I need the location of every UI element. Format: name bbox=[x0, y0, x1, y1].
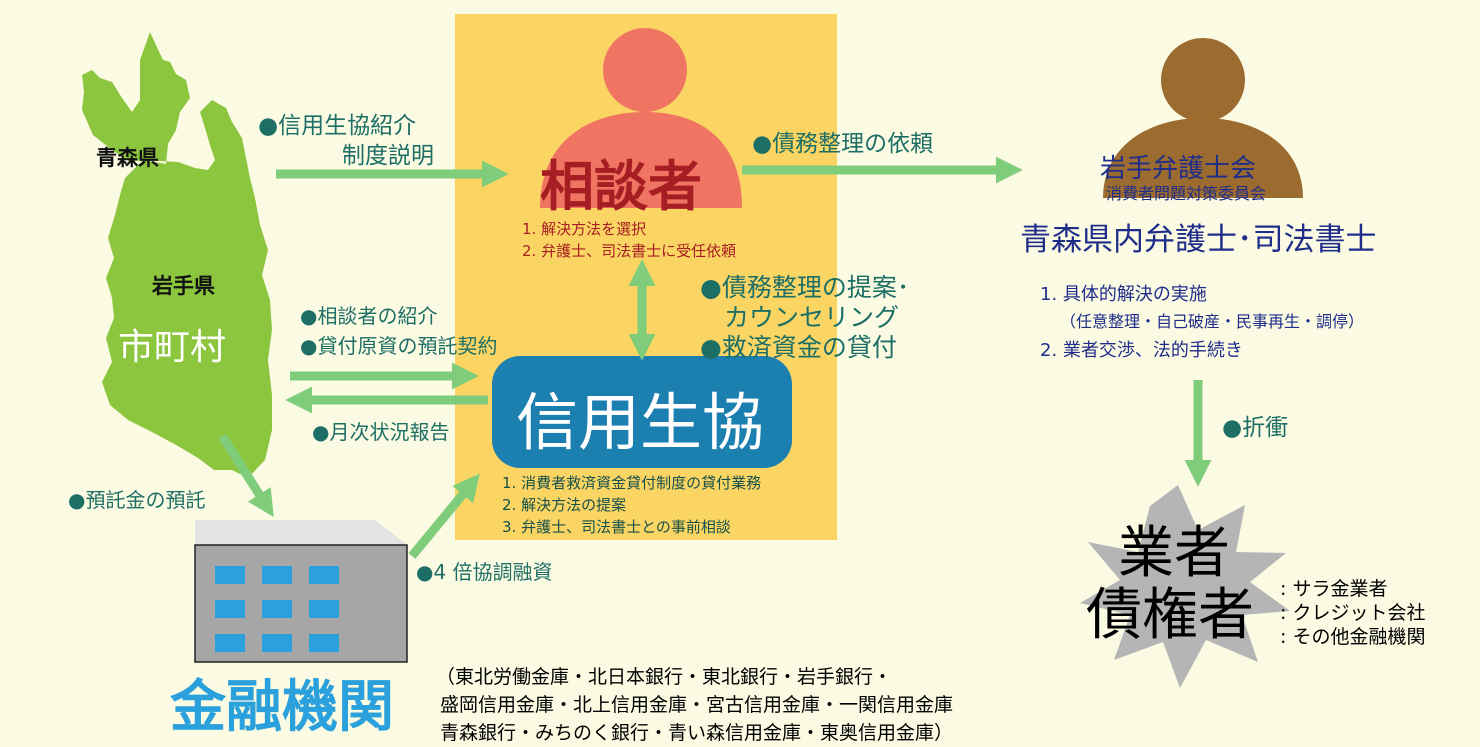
iwate-label: 岩手県 bbox=[152, 274, 215, 298]
lawyer-committee: 消費者問題対策委員会 bbox=[1106, 184, 1267, 203]
creditor-title-2: 債権者 bbox=[1086, 583, 1254, 648]
flow-deposit: ●預託金の預託 bbox=[68, 488, 206, 512]
star-burst-icon bbox=[1080, 485, 1290, 688]
flow-monthly-report: ●月次状況報告 bbox=[312, 420, 450, 444]
arrow-finance-to-coop bbox=[408, 473, 480, 559]
lawyer-title: 青森県内弁護士･司法書士 bbox=[1020, 222, 1377, 258]
coop-box bbox=[492, 356, 792, 468]
aomori-label: 青森県 bbox=[96, 146, 159, 170]
flow-coop-2: ●貸付原資の預託契約 bbox=[300, 334, 498, 358]
finance-list-3: 青森銀行・みちのく銀行・青い森信用金庫・東奥信用金庫） bbox=[440, 722, 954, 744]
flow-coop-1: ●相談者の紹介 bbox=[300, 304, 438, 328]
flow-proposal-2: カウンセリング bbox=[724, 303, 900, 332]
flow-intro-2: 制度説明 bbox=[342, 143, 434, 169]
flow-intro-1: ●信用生協紹介 bbox=[258, 113, 417, 139]
creditor-type-1: : サラ金業者 bbox=[1280, 578, 1388, 600]
municipality-label: 市町村 bbox=[118, 327, 227, 368]
lawyer-item-1: 1. 具体的解決の実施 bbox=[1040, 284, 1207, 305]
lawyer-org: 岩手弁護士会 bbox=[1100, 154, 1257, 184]
building-top bbox=[195, 520, 407, 545]
arrow-map-to-finance bbox=[218, 433, 274, 518]
counselor-item-1: 1. 解決方法を選択 bbox=[522, 220, 647, 238]
counselor-title: 相談者 bbox=[540, 154, 702, 218]
prefecture-map bbox=[82, 32, 272, 478]
finance-title: 金融機関 bbox=[170, 675, 394, 740]
lawyer-body bbox=[1103, 118, 1303, 198]
creditor-title-1: 業者 bbox=[1118, 521, 1230, 586]
creditor-type-2: : クレジット会社 bbox=[1280, 602, 1426, 624]
counselor-item-2: 2. 弁護士、司法書士に受任依頼 bbox=[522, 242, 737, 260]
coop-item-2: 2. 解決方法の提案 bbox=[502, 496, 627, 514]
flow-proposal-1: ●債務整理の提案･ bbox=[700, 273, 910, 302]
flow-loan: ●4 倍協調融資 bbox=[416, 560, 553, 584]
counselor-head bbox=[603, 28, 687, 112]
coop-title: 信用生協 bbox=[516, 386, 765, 459]
building-windows bbox=[215, 566, 339, 652]
finance-list-2: 盛岡信用金庫・北上信用金庫・宮古信用金庫・一関信用金庫 bbox=[440, 694, 954, 716]
flow-negotiation: ●折衝 bbox=[1222, 415, 1289, 441]
coop-item-3: 3. 弁護士、司法書士との事前相談 bbox=[502, 518, 731, 536]
flow-request: ●債務整理の依頼 bbox=[752, 131, 934, 157]
lawyer-item-3: 2. 業者交渉、法的手続き bbox=[1040, 340, 1243, 361]
lawyer-head bbox=[1161, 38, 1245, 122]
flow-proposal-3: ●救済資金の貸付 bbox=[700, 333, 897, 362]
lawyer-item-2: （任意整理・自己破産・民事再生・調停） bbox=[1060, 312, 1365, 331]
counselor-body bbox=[540, 112, 742, 208]
creditor-type-3: : その他金融機関 bbox=[1280, 626, 1426, 648]
finance-list-1: （東北労働金庫・北日本銀行・東北銀行・岩手銀行・ bbox=[436, 666, 893, 688]
coop-item-1: 1. 消費者救済資金貸付制度の貸付業務 bbox=[502, 474, 762, 492]
